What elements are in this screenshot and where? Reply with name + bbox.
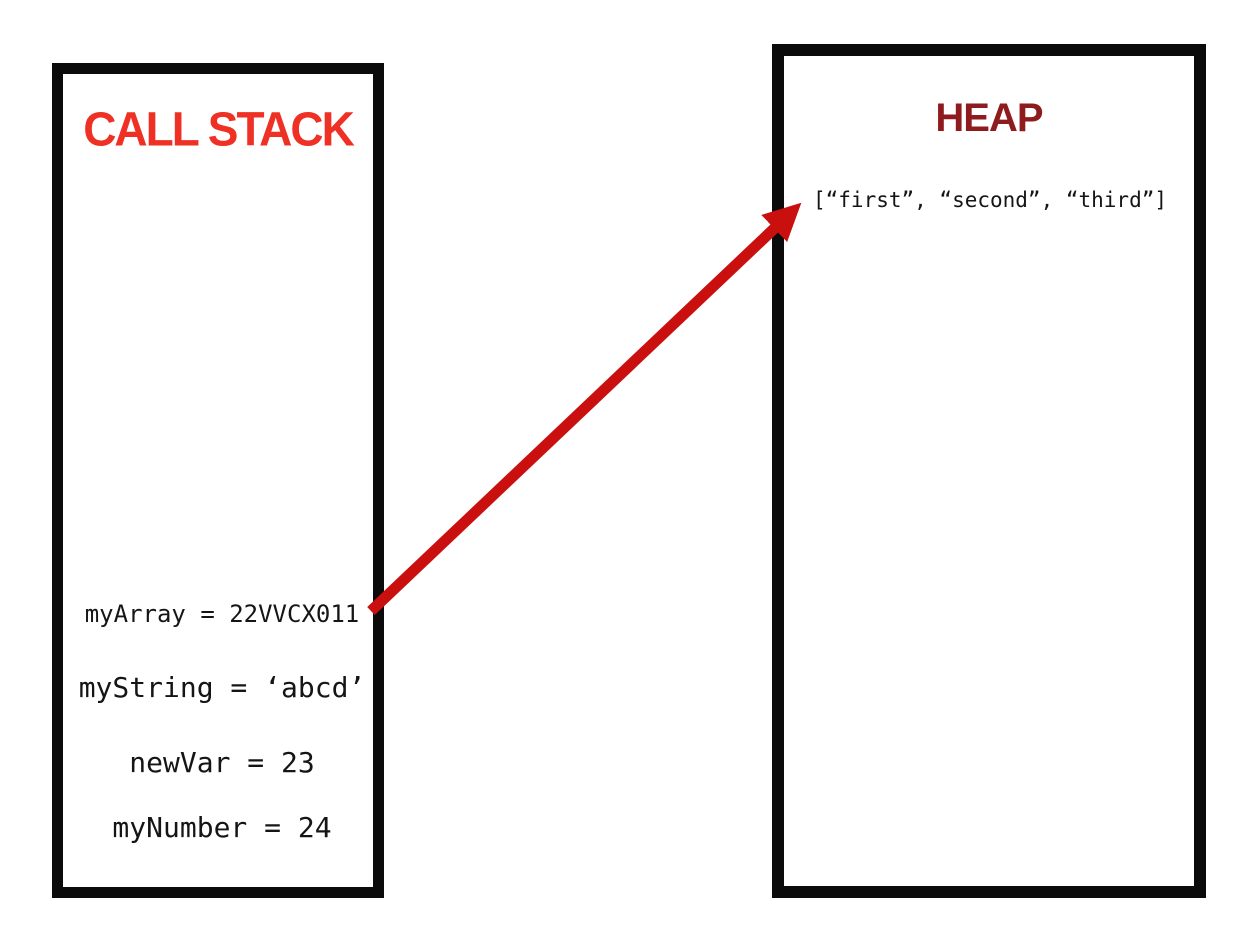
heap-array-value: [“first”, “second”, “third”]	[813, 188, 1168, 212]
call-stack-title: CALL STACK	[83, 101, 355, 157]
call-stack-box: CALL STACK myArray = 22VVCX011 myString …	[52, 63, 384, 898]
arrow-line	[367, 202, 802, 615]
stack-variable-mystring: myString = ‘abcd’	[78, 671, 366, 704]
heap-box: HEAP [“first”, “second”, “third”]	[772, 44, 1206, 898]
heap-title: HEAP	[935, 96, 1043, 140]
stack-variable-newvar: newVar = 23	[129, 746, 315, 779]
stack-variable-myarray: myArray = 22VVCX011	[84, 600, 360, 628]
stack-variable-mynumber: myNumber = 24	[112, 811, 332, 844]
